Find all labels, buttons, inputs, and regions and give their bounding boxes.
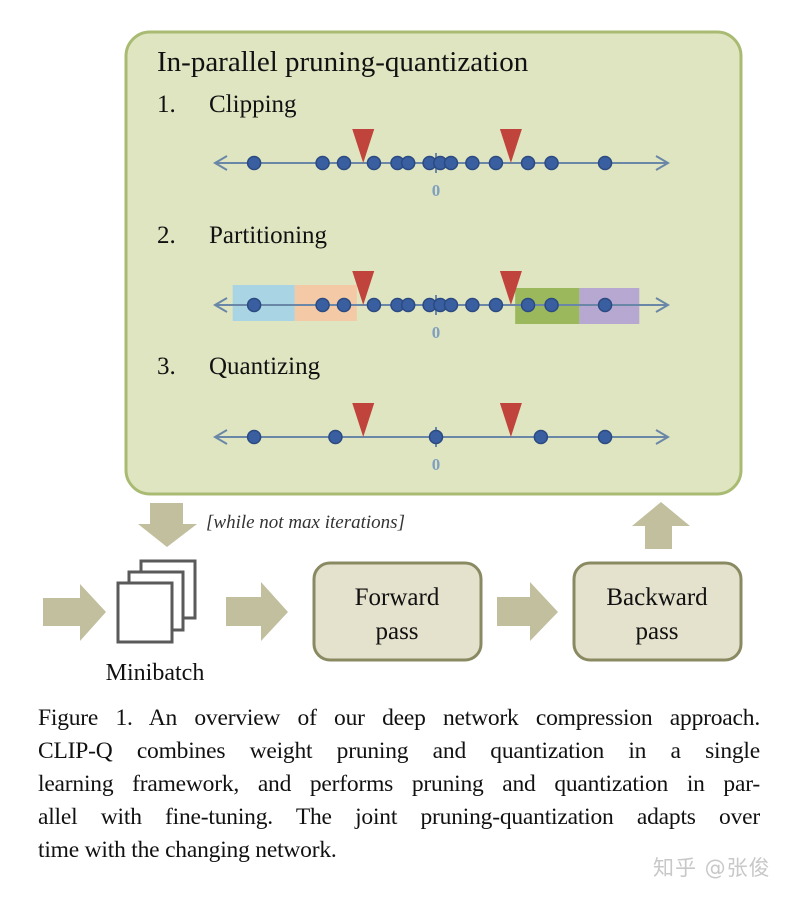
backward-pass-line2: pass [635, 618, 678, 645]
zero-label: 0 [432, 323, 441, 342]
threshold-marker [499, 271, 522, 305]
weight-dot [246, 297, 262, 313]
caption-line: Figure 1. An overview of our deep networ… [38, 705, 760, 731]
backward-pass-box [572, 561, 743, 662]
step-1-label: Clipping [209, 91, 297, 118]
zero-label: 0 [432, 181, 441, 200]
partition-band [232, 285, 295, 321]
caption-line: learning framework, and performs pruning… [38, 771, 760, 797]
weight-dot [400, 155, 416, 171]
panel-title: In-parallel pruning-quantization [157, 46, 529, 78]
backward-pass-line1: Backward [606, 584, 708, 611]
weight-dot [488, 155, 504, 171]
figure-caption: Figure 1. An overview of our deep networ… [38, 702, 760, 867]
step-3-label: Quantizing [209, 353, 321, 380]
weight-dot [246, 155, 262, 171]
threshold-marker [352, 271, 375, 305]
zero-label: 0 [432, 455, 441, 474]
weight-dot [597, 297, 613, 313]
forward-pass-box [312, 561, 483, 662]
weight-dot [597, 155, 613, 171]
arrow-to-backward [497, 582, 558, 641]
step-3-number: 3. [157, 353, 176, 380]
axis-left-arrow-icon [213, 297, 228, 313]
weight-dot [336, 297, 352, 313]
step-1-number: 1. [157, 91, 176, 118]
clipping-number-line: 0 [213, 129, 670, 200]
zhihu-watermark: 知乎 @张俊 [653, 856, 771, 880]
weight-dot [533, 429, 549, 445]
arrow-to-forward [226, 582, 288, 641]
partitioning-number-line: 0 [213, 271, 670, 342]
weight-dot [488, 297, 504, 313]
threshold-marker [499, 129, 522, 163]
loop-label: [while not max iterations] [206, 512, 405, 533]
weight-dot [544, 297, 559, 313]
weight-dot [465, 155, 480, 171]
pruning-quantization-panel [124, 30, 743, 496]
weight-dot [544, 155, 559, 171]
weight-dot [366, 155, 382, 171]
weight-dot [366, 297, 382, 313]
weight-dot [328, 429, 343, 445]
minibatch-stack-icon [116, 559, 197, 644]
axis-left-arrow-icon [213, 429, 228, 445]
threshold-marker [352, 129, 375, 163]
weight-dot [400, 297, 416, 313]
threshold-marker [499, 403, 522, 437]
forward-pass-line2: pass [375, 618, 418, 645]
loop-up-arrow [632, 502, 690, 549]
quantizing-number-line: 0 [213, 403, 670, 474]
weight-dot [443, 297, 459, 313]
weight-dot [520, 155, 536, 171]
forward-pass-line1: Forward [355, 584, 440, 611]
weight-dot [443, 155, 459, 171]
caption-line: time with the changing network. [38, 837, 337, 863]
weight-dot [336, 155, 352, 171]
step-2-number: 2. [157, 222, 176, 249]
caption-line: CLIP-Q combines weight pruning and quant… [38, 738, 760, 764]
weight-dot [246, 429, 262, 445]
input-arrow [43, 584, 106, 641]
loop-down-arrow [138, 503, 197, 547]
step-2-label: Partitioning [209, 222, 328, 249]
weight-dot [315, 155, 330, 171]
minibatch-label: Minibatch [106, 660, 205, 686]
weight-dot [465, 297, 480, 313]
threshold-marker [352, 403, 375, 437]
caption-line: allel with fine-tuning. The joint prunin… [38, 804, 760, 830]
weight-dot [315, 297, 330, 313]
weight-dot [520, 297, 536, 313]
axis-right-arrow-icon [655, 155, 670, 171]
weight-dot [597, 429, 613, 445]
axis-right-arrow-icon [655, 429, 670, 445]
axis-right-arrow-icon [655, 297, 670, 313]
axis-left-arrow-icon [213, 155, 228, 171]
weight-dot [428, 429, 444, 445]
